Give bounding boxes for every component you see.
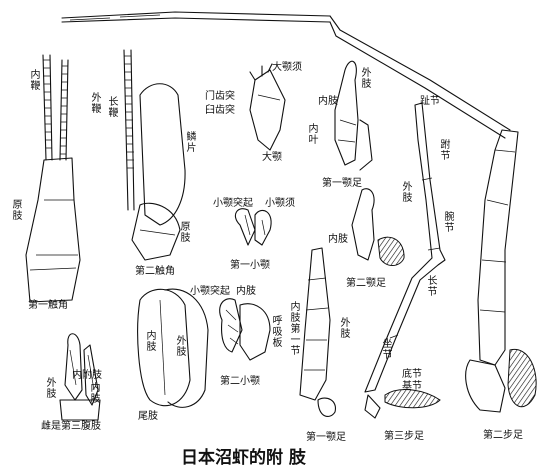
label-merus: 长节 (427, 276, 438, 298)
label-maxillule-palp: 小颚须 (265, 198, 295, 209)
label-ischium: 坐节 (382, 339, 393, 361)
label-uropod-inner: 内肢 (146, 331, 157, 353)
label-maxillule-process: 小颚突起 (213, 198, 253, 209)
walking-leg-3-drawing (364, 102, 446, 419)
label-molar-process: 臼齿突 (205, 105, 235, 116)
maxilliped3-drawing (299, 247, 337, 418)
antennule-drawing (25, 54, 81, 303)
label-inner-flagellum: 内鞭 (30, 70, 41, 92)
label-propodus: 跗节 (440, 140, 451, 162)
mandible-drawing (249, 63, 286, 151)
caption-pleopod: 雌是第三腹肢 (41, 421, 101, 432)
label-mxp2-outer: 外肢 (402, 182, 413, 204)
label-mxp1-inner-lobe: 内叶 (308, 124, 319, 146)
label-long-flagellum: 长鞭 (108, 97, 119, 119)
label-coxa: 底节 (402, 369, 422, 380)
label-claw-segment: 趾节 (420, 96, 440, 107)
pleopod-drawing (59, 333, 101, 421)
caption-mxp2: 第二颚足 (346, 278, 386, 289)
maxilliped1-drawing (334, 60, 373, 171)
label-mxp2-inner: 内肢 (328, 234, 348, 245)
label-maxilla-process: 小颚突起 (190, 286, 230, 297)
caption-mandible: 大颚 (262, 152, 282, 163)
label-protopodite-antennule: 原肢 (12, 200, 23, 222)
uropod-drawing (137, 288, 209, 408)
maxilla-drawing (219, 298, 271, 361)
caption-antenna: 第二触角 (135, 266, 175, 277)
label-mxp3-outer: 外肢 (340, 318, 351, 340)
label-mxp1-outer: 外肢 (361, 68, 372, 90)
label-scale: 鳞片 (186, 132, 197, 154)
label-outer-flagellum: 外鞭 (91, 93, 102, 115)
label-protopodite-antenna: 原肢 (180, 222, 191, 244)
walking-leg-2-drawing (465, 129, 537, 413)
antenna-drawing (123, 49, 186, 261)
label-respiratory-plate: 呼吸板 (272, 316, 283, 349)
label-uropod-outer: 外肢 (176, 336, 187, 358)
label-incisor-process: 门齿突 (205, 91, 235, 102)
caption-uropod: 尾肢 (138, 411, 158, 422)
diagram-title: 日本沼虾的附 肢 (181, 448, 306, 468)
antenna-long-flagellum-drawing (61, 11, 511, 139)
label-mxp1-inner: 内肢 (318, 96, 338, 107)
label-mandible-palp: 大颚须 (272, 62, 302, 73)
label-pleopod-inner: 内肢 (90, 383, 101, 405)
caption-maxillule: 第一小颚 (230, 260, 270, 271)
maxilliped2-drawing (351, 188, 405, 266)
label-pleopod-appendix: 内附肢 (72, 370, 102, 381)
label-maxilla-endopodite: 内肢 (236, 286, 256, 297)
caption-mxp3: 第一颚足 (306, 432, 346, 443)
label-basis: 基节 (402, 381, 422, 392)
label-pleopod-outer: 外肢 (46, 378, 57, 400)
maxillule-drawing (234, 208, 272, 246)
caption-mxp1: 第一颚足 (322, 178, 362, 189)
caption-walking-leg-2: 第二步足 (483, 430, 523, 441)
caption-walking-leg-3: 第三步足 (384, 431, 424, 442)
label-carpus: 腕节 (444, 212, 455, 234)
caption-maxilla: 第二小颚 (220, 376, 260, 387)
caption-antennule: 第一触角 (28, 300, 68, 311)
label-mxp3-inner-first-segment: 内肢第一节 (290, 302, 301, 357)
